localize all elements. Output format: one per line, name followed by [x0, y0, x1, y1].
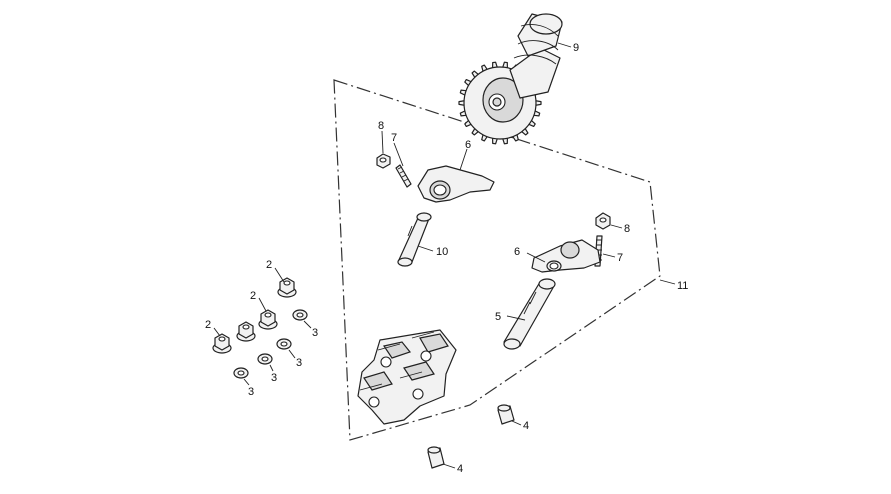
callout-3-bottom: 3 — [248, 386, 254, 398]
callout-2-top: 2 — [266, 259, 272, 271]
adjuster-screw-upper — [395, 164, 412, 188]
callout-10: 10 — [436, 246, 448, 258]
callout-6-upper: 6 — [465, 139, 471, 151]
rocker-holder-block — [357, 329, 457, 425]
callout-2-left: 2 — [205, 319, 211, 331]
flange-nut-3 — [236, 321, 256, 342]
callout-11: 11 — [677, 280, 688, 292]
callout-2-middle: 2 — [250, 290, 256, 302]
callout-3-lower: 3 — [271, 372, 277, 384]
callout-3-right: 3 — [312, 327, 318, 339]
washer-2 — [276, 338, 292, 350]
callout-6-lower: 6 — [514, 246, 520, 258]
flange-nut-4 — [212, 333, 232, 354]
flange-nut-2 — [258, 309, 278, 330]
callout-9: 9 — [573, 42, 579, 54]
callout-8-lower: 8 — [624, 223, 630, 235]
callout-labels: 9 8 7 6 10 8 7 6 5 11 2 2 2 3 3 3 3 4 4 — [205, 42, 688, 475]
callout-4-right: 4 — [523, 420, 529, 432]
dowel-pin-bottom — [427, 446, 445, 469]
callout-5: 5 — [495, 311, 501, 323]
camshaft-sprocket — [458, 13, 563, 145]
washer-1 — [292, 309, 308, 321]
rocker-shaft-upper — [397, 212, 432, 267]
callout-7-upper: 7 — [391, 132, 397, 144]
nut-lower — [595, 212, 611, 230]
leader-lines — [213, 42, 676, 469]
assembly-boundary — [333, 79, 661, 441]
rocker-arm-upper — [417, 165, 495, 203]
nut-upper — [376, 153, 391, 169]
dowel-pin-right — [497, 404, 515, 425]
rocker-arm-lower — [531, 239, 601, 273]
callout-4-bottom: 4 — [457, 463, 463, 475]
callout-8-upper: 8 — [378, 120, 384, 132]
callout-3-middle: 3 — [296, 357, 302, 369]
rocker-shaft-lower — [503, 278, 556, 350]
flange-nut-1 — [277, 277, 297, 298]
washer-4 — [233, 367, 249, 379]
washer-3 — [257, 353, 273, 365]
callout-7-lower: 7 — [617, 252, 623, 264]
